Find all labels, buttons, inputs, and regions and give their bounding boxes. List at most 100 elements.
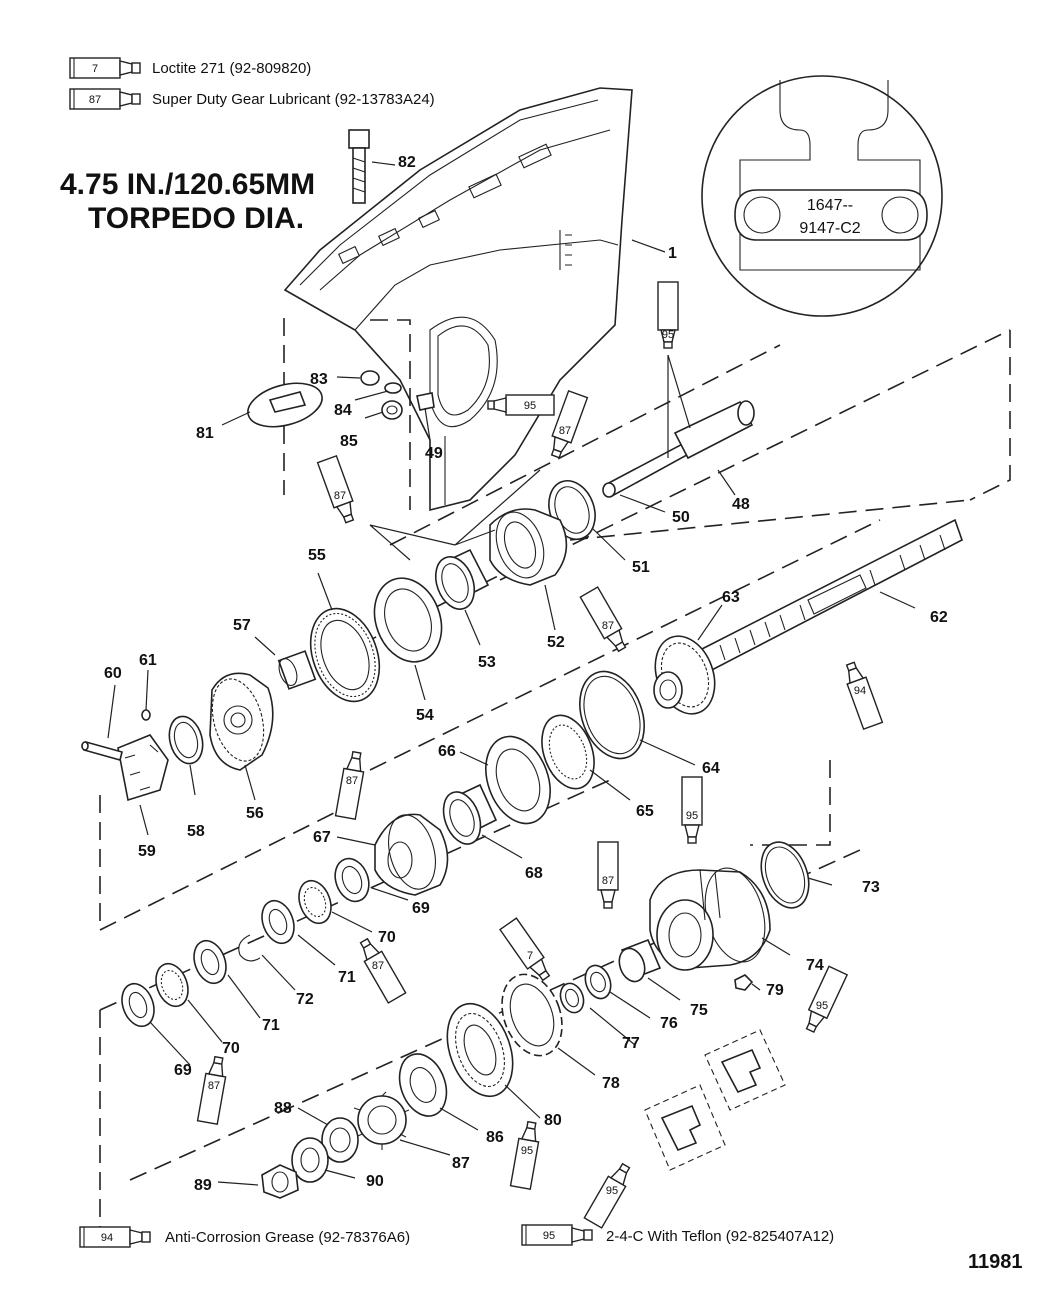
callout-leaders [107, 161, 916, 1186]
legend-text: Anti-Corrosion Grease (92-78376A6) [165, 1229, 410, 1246]
callout-67: 67 [313, 829, 331, 846]
callout-56: 56 [246, 805, 264, 822]
tube-87: 87 [579, 586, 627, 653]
callout-51: 51 [632, 559, 650, 576]
tube-87: 87 [550, 389, 589, 459]
callout-78: 78 [602, 1075, 620, 1092]
callout-82: 82 [398, 154, 416, 171]
assembly-line [969, 330, 1011, 501]
callout-70-upper: 70 [378, 929, 396, 946]
retainer-58 [168, 715, 204, 765]
tube-7: 7 [499, 917, 551, 982]
svg-text:95: 95 [606, 1185, 618, 1197]
tube-95: 95 [657, 281, 679, 349]
callout-59: 59 [138, 843, 156, 860]
shim-54 [373, 577, 443, 663]
assembly-line [370, 319, 411, 510]
svg-text:87: 87 [602, 875, 614, 887]
callout-69-lower: 69 [174, 1062, 192, 1079]
pin-60 [81, 741, 123, 761]
tube-code: 95 [543, 1230, 555, 1242]
callout-89: 89 [194, 1177, 212, 1194]
legend-text: Loctite 271 (92-809820) [152, 60, 311, 77]
bearing-carrier-52 [489, 508, 568, 586]
bolt-82 [348, 129, 370, 204]
tab-washer-87 [353, 1091, 410, 1150]
inset-detail: 1647-- 9147-C2 [701, 75, 943, 317]
callout-88: 88 [274, 1100, 292, 1117]
o-ring-64 [579, 670, 645, 760]
callout-71-lower: 71 [262, 1017, 280, 1034]
svg-text:87: 87 [208, 1080, 220, 1092]
callout-61: 61 [139, 652, 157, 669]
tube-icon: 95 [521, 1224, 593, 1246]
svg-text:95: 95 [686, 810, 698, 822]
bearing-68 [442, 783, 498, 845]
svg-text:7: 7 [527, 950, 533, 962]
svg-text:95: 95 [816, 1000, 828, 1012]
tube-87: 87 [316, 454, 355, 524]
callout-52: 52 [547, 634, 565, 651]
retainer-88 [321, 1117, 359, 1163]
callout-70-lower: 70 [222, 1040, 240, 1057]
tube-95: 95 [805, 965, 849, 1033]
callout-75: 75 [690, 1002, 708, 1019]
bearing-65 [541, 714, 595, 790]
callout-87: 87 [452, 1155, 470, 1172]
tube-icon: 94 [79, 1226, 151, 1248]
callout-numbers: 82 1 83 84 85 81 49 50 48 51 52 53 54 55… [104, 154, 948, 1194]
bearing-70-lower [155, 962, 189, 1008]
bearing-80 [446, 1002, 514, 1098]
tube-code: 94 [101, 1232, 113, 1244]
callout-68: 68 [525, 865, 543, 882]
callout-66: 66 [438, 743, 456, 760]
clutch-59 [117, 734, 169, 802]
shift-coupler-48 [673, 400, 755, 460]
callout-53: 53 [478, 654, 496, 671]
nut-89 [261, 1164, 299, 1199]
tube-icon: 7 [69, 57, 141, 79]
assembly-line [569, 499, 971, 541]
callout-62: 62 [930, 609, 948, 626]
assembly-line [99, 795, 361, 932]
legend-text: 2-4-C With Teflon (92-825407A12) [606, 1228, 834, 1245]
seal-77 [559, 982, 585, 1014]
svg-text:95: 95 [662, 329, 674, 341]
washer-71-upper [261, 899, 295, 945]
inset-marking-1: 1647-- [807, 197, 853, 214]
tube-87: 87 [597, 841, 619, 909]
legend-2-4-c: 95 2-4-C With Teflon (92-825407A12) [521, 1224, 834, 1246]
gear-housing [283, 87, 633, 512]
callout-74: 74 [806, 957, 824, 974]
tube-icon: 87 [69, 88, 141, 110]
svg-text:95: 95 [524, 400, 536, 412]
callout-57: 57 [233, 617, 251, 634]
shim-66 [485, 735, 551, 825]
tube-95: 95 [487, 394, 555, 416]
torpedo-dia-title-line2: TORPEDO DIA. [88, 202, 304, 235]
callout-72: 72 [296, 991, 314, 1008]
hardware-83-85 [360, 370, 435, 420]
svg-text:94: 94 [854, 685, 866, 697]
callout-76: 76 [660, 1015, 678, 1032]
spring-61 [141, 709, 151, 721]
svg-text:87: 87 [334, 490, 346, 502]
washer-69-lower [121, 982, 155, 1028]
callout-86: 86 [486, 1129, 504, 1146]
washer-78 [501, 973, 563, 1057]
snap-ring-72 [238, 934, 261, 962]
tube-87: 87 [196, 1055, 227, 1125]
tube-95: 95 [681, 776, 703, 844]
torpedo-dia-title-line1: 4.75 IN./120.65MM [60, 168, 315, 201]
callout-63: 63 [722, 589, 740, 606]
figure-number: 11981 [968, 1251, 1023, 1273]
callout-71-upper: 71 [338, 969, 356, 986]
gear-56 [209, 672, 274, 771]
callout-83: 83 [310, 371, 328, 388]
callout-54: 54 [416, 707, 434, 724]
bearing-53 [434, 548, 490, 610]
tube-87: 87 [334, 750, 365, 820]
callout-90: 90 [366, 1173, 384, 1190]
callout-79: 79 [766, 982, 784, 999]
